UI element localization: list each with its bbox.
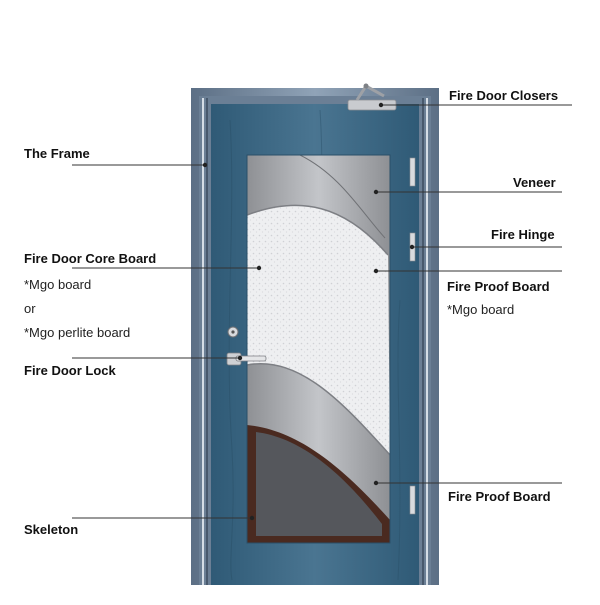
label-fire-proof-board-upper: Fire Proof Board	[447, 279, 550, 294]
label-skeleton: Skeleton	[24, 522, 79, 537]
label-fire-door-core-board: Fire Door Core Board	[24, 251, 157, 266]
label-fire-hinge: Fire Hinge	[491, 227, 555, 242]
label-fire-door-closers: Fire Door Closers	[449, 88, 559, 103]
leader-dots	[202, 102, 415, 521]
leader-lines	[72, 104, 572, 519]
label-veneer: Veneer	[513, 175, 556, 190]
label-core-option-perlite: *Mgo perlite board	[24, 325, 131, 340]
label-core-or: or	[24, 301, 36, 316]
label-fire-proof-board-lower: Fire Proof Board	[448, 489, 551, 504]
label-proof-upper-option: *Mgo board	[447, 302, 515, 317]
label-fire-door-lock: Fire Door Lock	[24, 363, 116, 378]
hinge-bottom	[409, 485, 416, 515]
hinge-top	[409, 157, 416, 187]
label-core-option-mgo: *Mgo board	[24, 277, 92, 292]
label-the-frame: The Frame	[24, 146, 90, 161]
proof-board-layer	[247, 363, 390, 520]
core-board-layer	[247, 205, 390, 455]
cutaway-window	[247, 155, 390, 543]
